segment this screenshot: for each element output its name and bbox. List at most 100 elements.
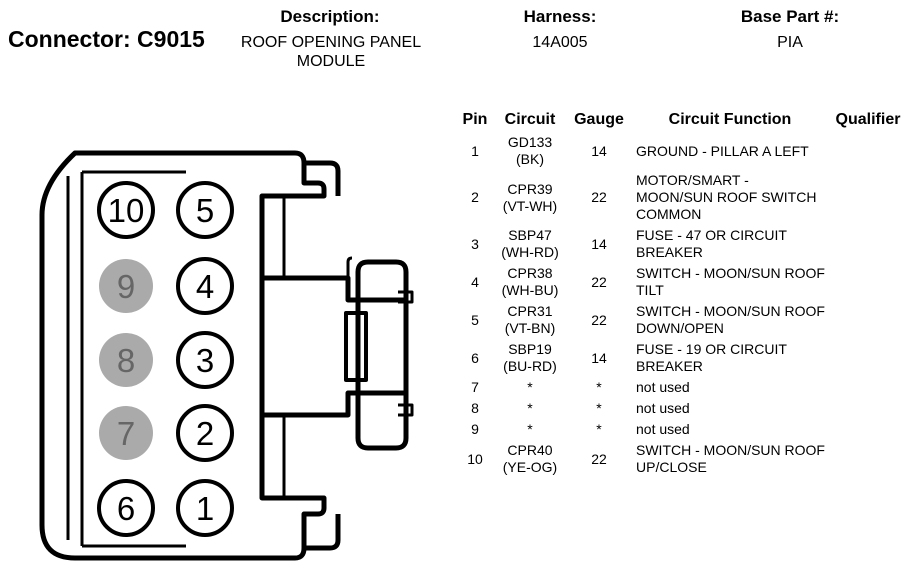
cell-circuit: CPR39(VT-WH) <box>494 171 566 226</box>
cell-function: not used <box>636 379 690 395</box>
cell-function: SWITCH - MOON/SUN ROOF DOWN/OPEN <box>636 303 825 336</box>
cell-circuit: CPR31(VT-BN) <box>494 302 566 340</box>
table-header-row: Pin Circuit Gauge Circuit Function Quali… <box>456 110 908 133</box>
circuit-id: CPR39 <box>507 180 553 197</box>
cell-qualifier <box>828 399 908 420</box>
pin-cavity-5: 5 <box>176 181 234 239</box>
cell-function: MOTOR/SMART - MOON/SUN ROOF SWITCH COMMO… <box>636 172 817 222</box>
pin-label-1: 1 <box>196 490 214 527</box>
cell-function: not used <box>636 421 690 437</box>
wire-color: (BK) <box>516 151 544 167</box>
base-part-value: PIA <box>777 34 803 51</box>
cell-pin: 3 <box>471 235 479 252</box>
pin-label-9: 9 <box>117 268 135 305</box>
cell-qualifier <box>828 302 908 340</box>
cell-function: GROUND - PILLAR A LEFT <box>636 142 809 159</box>
cell-qualifier <box>828 226 908 264</box>
cell-qualifier <box>828 133 908 171</box>
table-row: 7 * * not used <box>456 378 908 399</box>
cell-pin: 4 <box>471 273 479 290</box>
pin-label-7: 7 <box>117 415 135 452</box>
cell-pin: 10 <box>467 450 483 467</box>
pin-label-4: 4 <box>196 268 214 305</box>
cell-circuit: SBP19(BU-RD) <box>494 340 566 378</box>
cell-qualifier <box>828 340 908 378</box>
cell-pin: 6 <box>471 349 479 366</box>
circuit-id: CPR38 <box>507 265 553 281</box>
description-value: ROOF OPENING PANEL MODULE <box>240 34 422 70</box>
pin-cavity-2: 2 <box>176 404 234 462</box>
cell-pin: 2 <box>471 189 479 205</box>
circuit-id: GD133 <box>507 134 553 150</box>
pin-label-10: 10 <box>108 192 145 229</box>
table-row: 6 SBP19(BU-RD) 14 FUSE - 19 OR CIRCUIT BREA… <box>456 340 908 378</box>
circuit-id: CPR40 <box>507 442 553 458</box>
cell-gauge: * <box>596 379 602 395</box>
pin-label-5: 5 <box>196 192 214 229</box>
pin-label-2: 2 <box>196 415 214 452</box>
cell-pin: 5 <box>471 311 479 328</box>
circuit-id: * <box>527 379 533 395</box>
cell-qualifier <box>828 441 908 479</box>
wire-color: (WH-RD) <box>501 244 559 260</box>
cell-function: FUSE - 19 OR CIRCUIT BREAKER <box>636 341 787 374</box>
pin-cavity-7-unused: 7 <box>99 406 153 460</box>
circuit-id: * <box>527 400 533 416</box>
header-gauge: Gauge <box>574 111 624 128</box>
header-pin: Pin <box>462 111 488 128</box>
pin-cavity-3: 3 <box>176 331 234 389</box>
cell-circuit: CPR40(YE-OG) <box>494 441 566 479</box>
pin-label-6: 6 <box>117 490 135 527</box>
circuit-id: CPR31 <box>507 303 553 319</box>
cell-circuit: SBP47(WH-RD) <box>494 226 566 264</box>
connector-housing-outline <box>39 150 414 561</box>
cell-pin: 9 <box>471 421 479 437</box>
wire-color: (VT-BN) <box>504 320 556 336</box>
cell-circuit: * <box>494 420 566 441</box>
cell-gauge: 14 <box>591 235 607 252</box>
connector-title: Connector: C9015 <box>8 26 205 52</box>
cell-gauge: * <box>596 400 602 416</box>
connector-face-diagram: 10 9 8 7 6 5 4 3 2 1 <box>39 150 414 561</box>
cell-gauge: 14 <box>591 142 607 159</box>
pin-cavity-8-unused: 8 <box>99 333 153 387</box>
pin-label-3: 3 <box>196 342 214 379</box>
description-label: Description: <box>280 7 380 26</box>
pinout-table: Pin Circuit Gauge Circuit Function Quali… <box>456 110 908 479</box>
pin-label-8: 8 <box>117 342 135 379</box>
header-qualifier: Qualifier <box>835 111 901 128</box>
wire-color: (YE-OG) <box>502 459 558 475</box>
circuit-id: SBP47 <box>508 227 552 243</box>
wire-color: (BU-RD) <box>503 358 557 374</box>
cell-function: not used <box>636 400 690 416</box>
cell-circuit: GD133(BK) <box>494 133 566 171</box>
cell-function: SWITCH - MOON/SUN ROOF TILT <box>636 265 825 298</box>
pin-cavity-10: 10 <box>97 181 155 239</box>
wire-color: (VT-WH) <box>502 197 558 214</box>
base-part-label: Base Part #: <box>740 7 840 26</box>
cell-gauge: * <box>596 421 602 437</box>
cell-function: FUSE - 47 OR CIRCUIT BREAKER <box>636 227 787 260</box>
cell-circuit: * <box>494 399 566 420</box>
table-row: 9 * * not used <box>456 420 908 441</box>
pin-cavity-9-unused: 9 <box>99 259 153 313</box>
cell-gauge: 14 <box>591 349 607 366</box>
harness-value: 14A005 <box>532 34 588 51</box>
pin-cavity-6: 6 <box>97 479 155 537</box>
harness-label: Harness: <box>523 7 597 26</box>
cell-pin: 7 <box>471 379 479 395</box>
pin-cavity-4: 4 <box>176 257 234 315</box>
cell-qualifier <box>828 378 908 399</box>
pin-cavity-1: 1 <box>176 479 234 537</box>
header-function: Circuit Function <box>668 111 792 128</box>
cell-function: SWITCH - MOON/SUN ROOF UP/CLOSE <box>636 442 825 475</box>
cell-circuit: * <box>494 378 566 399</box>
cell-gauge: 22 <box>591 273 607 290</box>
cell-qualifier <box>828 420 908 441</box>
